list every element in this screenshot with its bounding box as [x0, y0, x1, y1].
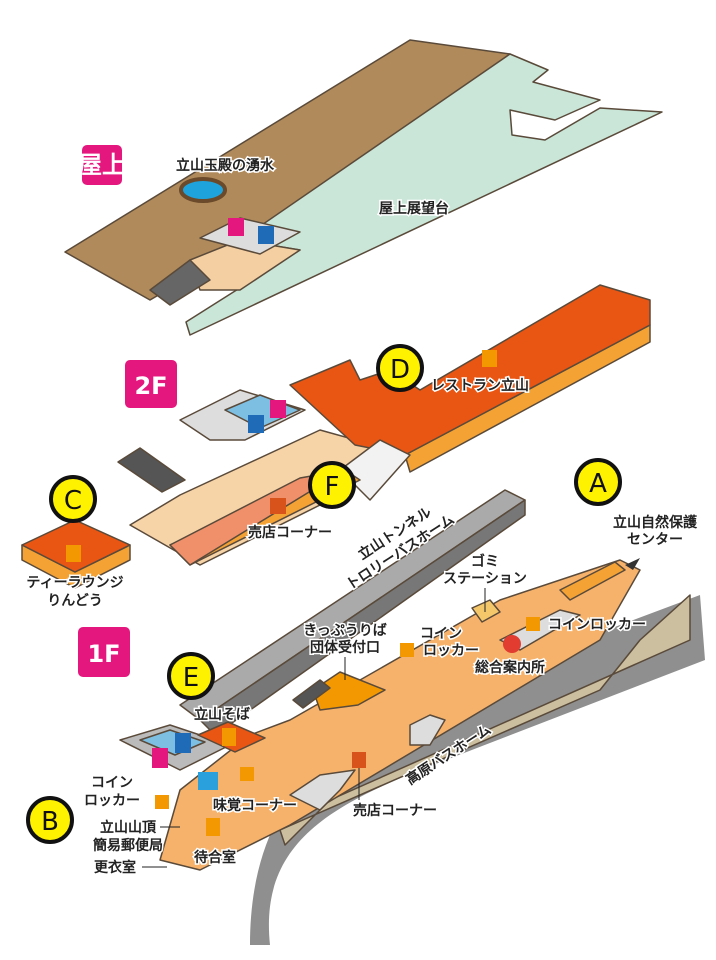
label-post-2: 簡易郵便局 [93, 837, 163, 854]
marker-a[interactable]: A [574, 458, 622, 506]
label-garbage-2: ステーション [443, 571, 527, 587]
label-changing-room: 更衣室 [94, 859, 136, 876]
floor-badge-roof: 屋上 [78, 145, 126, 185]
coin-locker-icon [526, 617, 540, 631]
label-locker-mid-1: コイン [420, 626, 462, 642]
first-floor [119, 489, 705, 945]
highland-bus-platform[interactable] [279, 594, 691, 846]
coin-locker-icon [155, 795, 169, 809]
male-restroom-icon [258, 226, 274, 244]
label-garbage-1: ゴミ [471, 553, 499, 570]
svg-text:E: E [183, 663, 199, 693]
label-post-1: 立山山頂 [100, 819, 157, 836]
label-soba: 立山そば [194, 706, 250, 723]
marker-e[interactable]: E [167, 652, 215, 700]
2f-white-area [339, 439, 411, 501]
male-restroom-icon [175, 733, 191, 753]
female-restroom-icon [152, 748, 168, 768]
road [250, 595, 705, 945]
svg-text:2F: 2F [134, 372, 167, 400]
label-observation-deck: 屋上展望台 [379, 200, 449, 217]
label-2f-shop: 売店コーナー [248, 524, 332, 541]
label-tea-lounge-1: ティーラウンジ [26, 575, 123, 591]
1f-white-box [409, 714, 446, 746]
svg-text:F: F [325, 472, 340, 502]
garbage-station[interactable] [471, 599, 501, 623]
male-restroom-icon [248, 415, 264, 433]
restaurant-icon [66, 545, 81, 562]
coin-locker-icon [240, 767, 254, 781]
label-nature-center-2: センター [627, 532, 683, 548]
marker-f[interactable]: F [308, 461, 356, 509]
female-restroom-icon [228, 218, 244, 236]
second-floor [21, 284, 651, 589]
roof-floor [64, 39, 663, 336]
svg-text:B: B [41, 807, 59, 837]
1f-shop-block [289, 769, 356, 811]
label-1f-shop: 売店コーナー [353, 802, 437, 819]
coin-locker-icon [400, 643, 414, 657]
label-restaurant: レストラン立山 [431, 377, 529, 394]
svg-text:1F: 1F [87, 640, 120, 668]
restaurant-icon [222, 728, 236, 746]
1f-stairs-ticket [292, 679, 331, 709]
shop-icon [270, 498, 286, 514]
marker-d[interactable]: D [376, 344, 424, 392]
svg-text:D: D [390, 355, 410, 385]
label-locker-right: コインロッカー [548, 617, 646, 633]
roof-stairs [149, 259, 211, 306]
floor-badge-1f: 1F [78, 627, 130, 677]
restaurant-icon [206, 818, 220, 836]
svg-text:A: A [589, 469, 607, 499]
spring-pond[interactable] [179, 177, 227, 203]
label-tea-lounge-2: りんどう [47, 593, 103, 609]
accessible-restroom-icon [198, 772, 218, 790]
label-waiting-room: 待合室 [194, 849, 236, 866]
svg-text:屋上: 屋上 [78, 151, 126, 179]
female-restroom-icon [270, 400, 286, 418]
info-icon[interactable] [503, 635, 521, 653]
2f-stairs [117, 447, 186, 493]
label-tickets-2: 団体受付口 [310, 639, 380, 656]
label-locker-left-1: コイン [91, 775, 133, 791]
marker-c[interactable]: C [49, 475, 97, 523]
label-info: 総合案内所 [475, 659, 545, 676]
arrow-icon [625, 558, 640, 570]
restaurant-icon [482, 350, 497, 367]
ticket-counter[interactable] [312, 671, 386, 711]
shop-icon [352, 752, 366, 768]
label-spring: 立山玉殿の湧水 [176, 157, 275, 174]
label-locker-left-2: ロッカー [84, 793, 140, 809]
label-nature-center-1: 立山自然保護 [613, 514, 698, 531]
nature-center-path [559, 561, 626, 601]
roof-restroom-block [199, 217, 301, 255]
label-tickets-1: きっぷうりば [303, 623, 386, 639]
label-taste-corner: 味覚コーナー [213, 797, 297, 814]
svg-text:C: C [64, 486, 82, 516]
label-locker-mid-2: ロッカー [423, 643, 479, 659]
floor-badge-2f: 2F [125, 360, 177, 408]
marker-b[interactable]: B [26, 796, 74, 844]
